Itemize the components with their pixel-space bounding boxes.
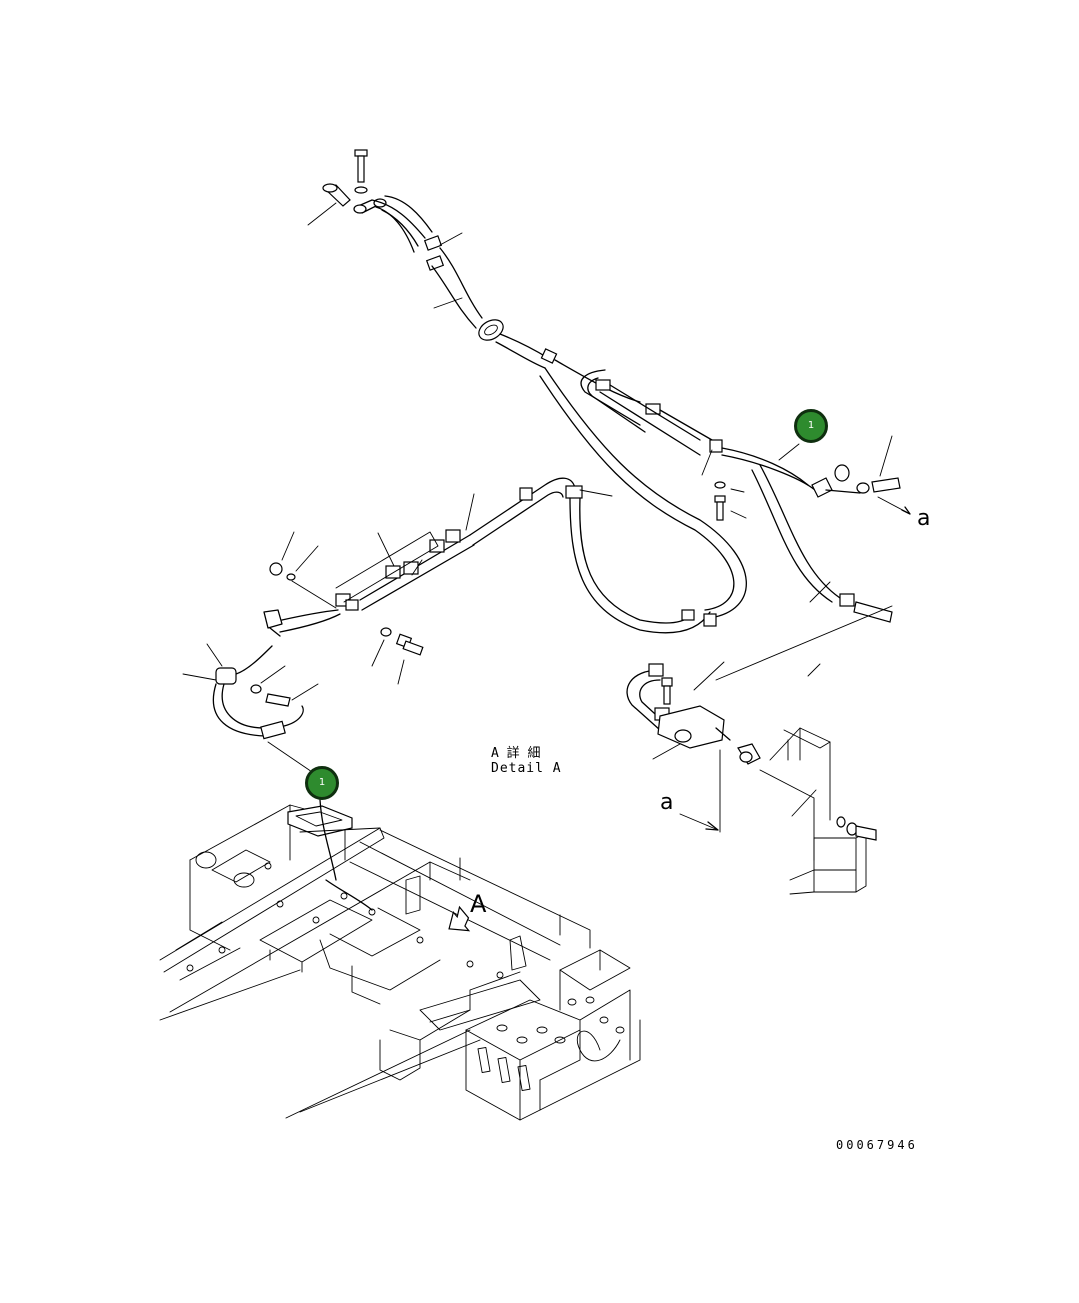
machine-frame [159, 799, 641, 1121]
detail-title-en: Detail A [491, 761, 562, 776]
callout-1-upper[interactable]: 1 [794, 409, 828, 443]
view-marker-a-right: a [917, 506, 931, 531]
top-bolt [354, 149, 368, 194]
drawing-number: 00067946 [836, 1138, 918, 1152]
callout-1-lower[interactable]: 1 [305, 766, 339, 800]
middle-harness [182, 477, 717, 777]
callout-label: 1 [807, 420, 815, 431]
view-marker-A: A [470, 890, 487, 918]
detail-title-jp: A 詳 細 [491, 746, 541, 761]
upper-harness [307, 149, 911, 623]
terminal-left [322, 183, 351, 207]
callout-label: 1 [318, 777, 326, 788]
right-detail [626, 605, 893, 895]
view-marker-a-left: a [660, 790, 674, 815]
